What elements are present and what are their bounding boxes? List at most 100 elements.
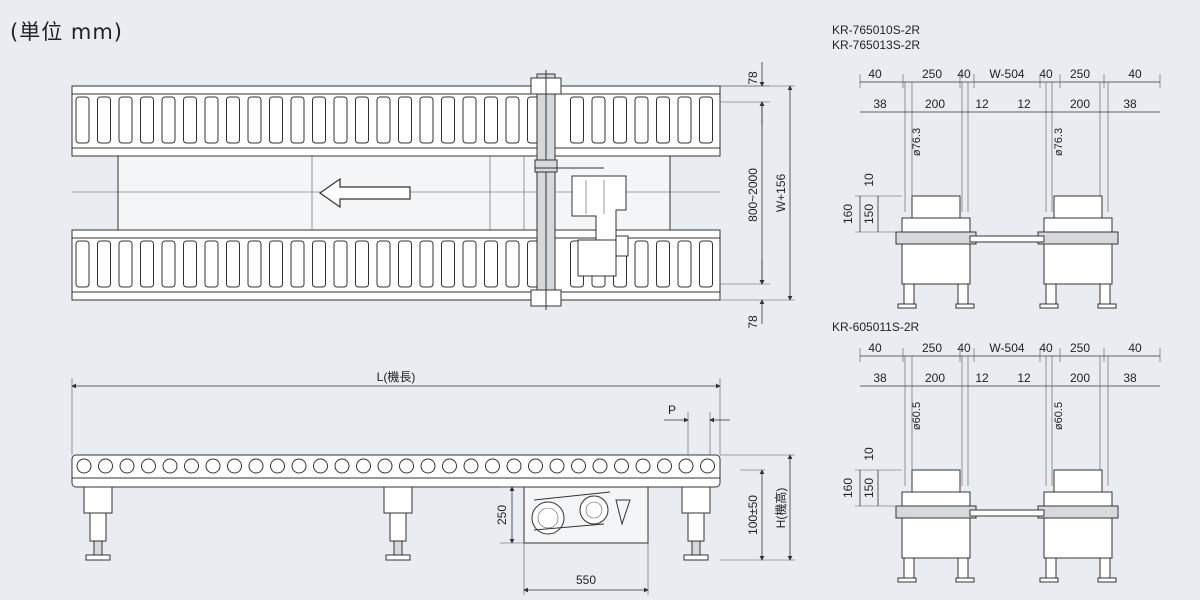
- dim-row1-2: 40: [957, 341, 971, 355]
- roller-2: [118, 240, 133, 288]
- roller-26: [656, 240, 670, 288]
- side-roller-21: [528, 458, 543, 474]
- roller-9: [269, 240, 283, 288]
- top-view: 78 800~2000 78 W+156: [71, 62, 795, 329]
- length-label: L(機長): [377, 369, 416, 384]
- roller-11: [312, 240, 326, 288]
- conveyor-unit-0: [895, 469, 977, 583]
- side-roller-0: [76, 458, 92, 474]
- side-roller-22: [549, 458, 565, 474]
- roller-27: [677, 240, 692, 288]
- roller-6: [204, 96, 219, 144]
- dim-row1-6: 40: [1128, 67, 1142, 81]
- dim-row2-1: 200: [925, 371, 945, 385]
- roller-28: [699, 96, 713, 144]
- diameter-label-1: ø76.3: [1053, 128, 1065, 156]
- conveyor-unit-1: [1037, 195, 1119, 309]
- side-roller-4: [162, 458, 178, 474]
- roller-16: [419, 240, 434, 288]
- leg-1: [383, 486, 413, 561]
- roller-15: [398, 96, 412, 144]
- height-150: 150: [862, 478, 876, 498]
- height-adjust: 100±50: [746, 495, 760, 535]
- side-roller-10: [291, 458, 307, 474]
- cross-tie: [969, 235, 1045, 243]
- height-label: H(機高): [773, 488, 788, 529]
- roller-28: [699, 240, 713, 288]
- roller-0: [75, 240, 90, 288]
- roller-6: [204, 240, 219, 288]
- roller-13: [355, 96, 369, 144]
- side-roller-19: [485, 458, 500, 474]
- side-roller-17: [442, 458, 457, 474]
- roller-13: [355, 240, 369, 288]
- dim-row1-1: 250: [922, 67, 942, 81]
- dim-row1-5: 250: [1070, 67, 1090, 81]
- dim-row2-4: 200: [1070, 371, 1090, 385]
- side-roller-26: [635, 458, 651, 474]
- side-roller-7: [227, 458, 242, 474]
- roller-18: [462, 96, 477, 144]
- dim-row1-4: 40: [1039, 67, 1053, 81]
- roller-10: [290, 240, 305, 288]
- dim-row2-3: 12: [1017, 371, 1031, 385]
- height-10: 10: [862, 447, 876, 461]
- dim-row1-6: 40: [1128, 341, 1142, 355]
- dim-row2-5: 38: [1123, 371, 1137, 385]
- dim-row2-1: 200: [925, 97, 945, 111]
- roller-2: [118, 96, 133, 144]
- model-name-3: KR-605011S-2R: [832, 320, 919, 334]
- side-legs: [83, 486, 711, 561]
- roller-12: [333, 240, 348, 288]
- roller-23: [591, 96, 606, 144]
- roller-3: [140, 96, 154, 144]
- roller-5: [183, 96, 197, 144]
- side-roller-27: [657, 458, 672, 474]
- height-160: 160: [841, 478, 855, 498]
- diameter-label-1: ø60.5: [1053, 402, 1065, 430]
- side-roller-24: [592, 458, 608, 474]
- motor-height: 250: [495, 505, 509, 525]
- roller-3: [140, 240, 154, 288]
- side-roller-6: [205, 458, 221, 474]
- dim-row1-1: 250: [922, 341, 942, 355]
- side-roller-12: [334, 458, 350, 474]
- motor-unit: [571, 175, 629, 277]
- direction-arrow-icon: [318, 177, 411, 209]
- roller-17: [441, 240, 455, 288]
- dim-row1-4: 40: [1039, 341, 1053, 355]
- side-roller-1: [98, 458, 113, 474]
- side-roller-29: [700, 458, 715, 474]
- roller-19: [484, 96, 498, 144]
- dim-width-range: 800~2000: [746, 168, 760, 222]
- roller-11: [312, 96, 326, 144]
- height-150: 150: [862, 204, 876, 224]
- model-name-2: KR-765013S-2R: [832, 38, 920, 52]
- roller-14: [376, 96, 391, 144]
- dim-row2-0: 38: [873, 97, 887, 111]
- roller-20: [505, 96, 520, 144]
- dim-row1-2: 40: [957, 67, 971, 81]
- roller-0: [75, 96, 90, 144]
- roller-20: [505, 240, 520, 288]
- side-roller-23: [571, 458, 586, 474]
- side-roller-9: [270, 458, 285, 474]
- roller-25: [634, 240, 649, 288]
- side-rollers: [76, 458, 715, 474]
- dim-bottom-78: 78: [746, 315, 760, 329]
- roller-7: [226, 96, 240, 144]
- side-roller-11: [313, 458, 328, 474]
- dim-row2-3: 12: [1017, 97, 1031, 111]
- side-roller-5: [184, 458, 199, 474]
- height-10: 10: [862, 173, 876, 187]
- side-roller-13: [356, 458, 371, 474]
- dim-row1-0: 40: [868, 67, 882, 81]
- roller-14: [376, 240, 391, 288]
- side-roller-15: [399, 458, 414, 474]
- dim-total-width: W+156: [774, 173, 788, 212]
- dim-row1-3: W-504: [989, 67, 1024, 81]
- roller-10: [290, 96, 305, 144]
- side-view: L(機長) P 250 550 1: [71, 369, 795, 595]
